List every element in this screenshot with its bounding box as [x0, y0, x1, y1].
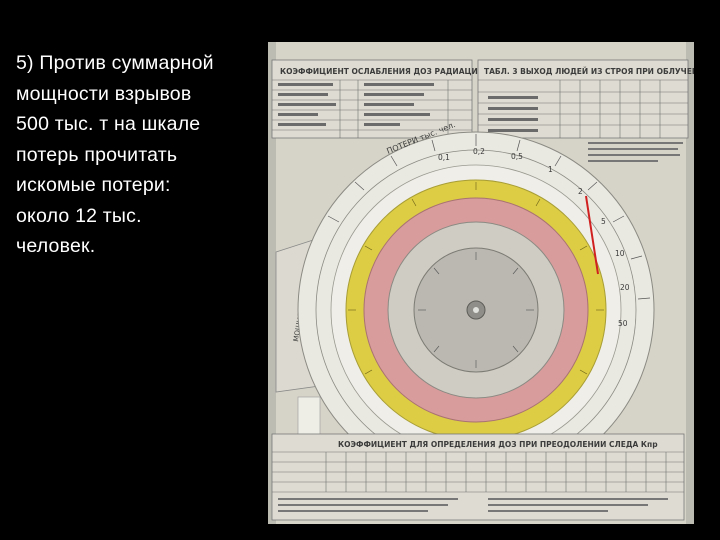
- bottom-table: КОЭФФИЦИЕНТ ДЛЯ ОПРЕДЕЛЕНИЯ ДОЗ ПРИ ПРЕО…: [271, 433, 685, 521]
- scale-tick-label: 0,5: [511, 152, 523, 161]
- top-right-table: ТАБЛ. 3 ВЫХОД ЛЮДЕЙ ИЗ СТРОЯ ПРИ ОБЛУЧЕН…: [477, 59, 694, 139]
- calculator-photo: КОЭФФИЦИЕНТ ОСЛАБЛЕНИЯ ДОЗ РАДИАЦИИ Кₒₓ …: [268, 42, 694, 524]
- scale-tick-label: 1: [548, 165, 553, 174]
- slide-instruction-text: 5) Против суммарной мощности взрывов 500…: [16, 52, 214, 257]
- reading-pointer: [585, 195, 599, 275]
- top-left-table: КОЭФФИЦИЕНТ ОСЛАБЛЕНИЯ ДОЗ РАДИАЦИИ Кₒₓ: [271, 59, 500, 139]
- scale-tick-label: 0,2: [473, 147, 485, 156]
- scale-tick-label: 2: [578, 187, 583, 196]
- scale-tick-label: 20: [620, 283, 630, 292]
- scale-tick-label: 10: [615, 249, 625, 258]
- scale-tick-label: 5: [601, 217, 606, 226]
- circular-dial: ПОТЕРИ тыс. чел. 0,1 0,2 0,5 1 2 5 10 20…: [297, 120, 655, 489]
- bottom-table-title: КОЭФФИЦИЕНТ ДЛЯ ОПРЕДЕЛЕНИЯ ДОЗ ПРИ ПРЕО…: [338, 440, 658, 449]
- top-table-title: КОЭФФИЦИЕНТ ОСЛАБЛЕНИЯ ДОЗ РАДИАЦИИ Кₒₓ: [280, 67, 500, 76]
- scale-tick-label: 0,1: [438, 153, 450, 162]
- top-right-table-title: ТАБЛ. 3 ВЫХОД ЛЮДЕЙ ИЗ СТРОЯ ПРИ ОБЛУЧЕН…: [484, 67, 694, 76]
- scale-tick-label: 50: [618, 319, 628, 328]
